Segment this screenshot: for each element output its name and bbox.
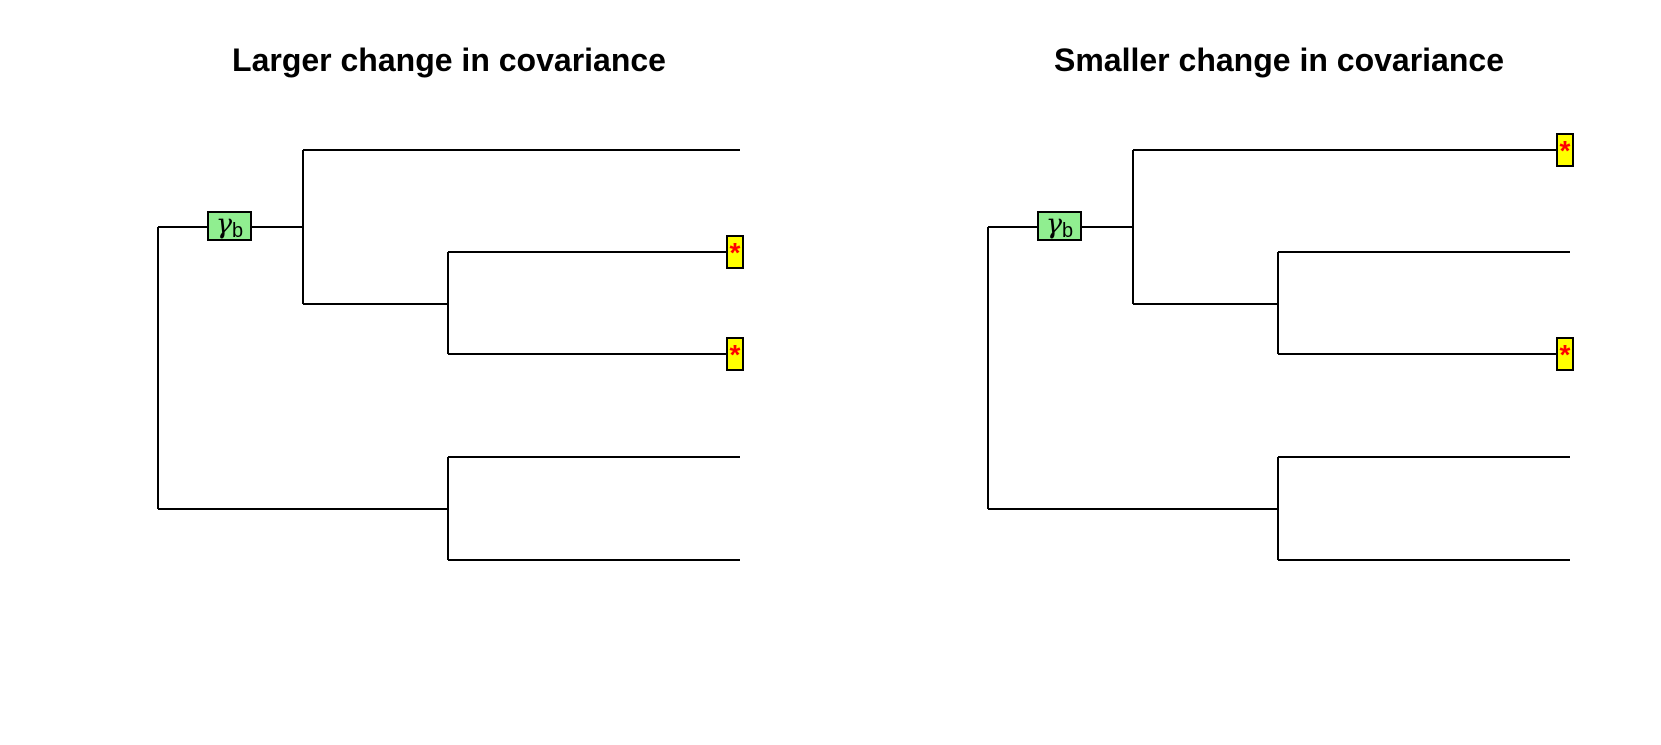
- tip-highlight-box: [1556, 337, 1574, 371]
- tip-asterisk-icon: *: [1560, 135, 1571, 166]
- gamma-symbol: γ: [1045, 208, 1062, 240]
- phylogenetic-tree-svg: **: [157, 149, 744, 561]
- tip-asterisk-icon: *: [730, 237, 741, 268]
- phylogenetic-tree-svg: **: [987, 133, 1574, 561]
- tip-asterisk-icon: *: [1560, 339, 1571, 370]
- tip-highlight-box: [726, 337, 744, 371]
- gamma-subscript: b: [232, 220, 244, 242]
- tip-highlight-box: [1556, 133, 1574, 167]
- panel-title: Larger change in covariance: [232, 42, 666, 78]
- tip-asterisk-icon: *: [730, 339, 741, 370]
- gamma-subscript: b: [1062, 220, 1074, 242]
- gamma-symbol: γ: [215, 208, 232, 240]
- panel-title: Smaller change in covariance: [1054, 42, 1504, 78]
- tip-highlight-box: [726, 235, 744, 269]
